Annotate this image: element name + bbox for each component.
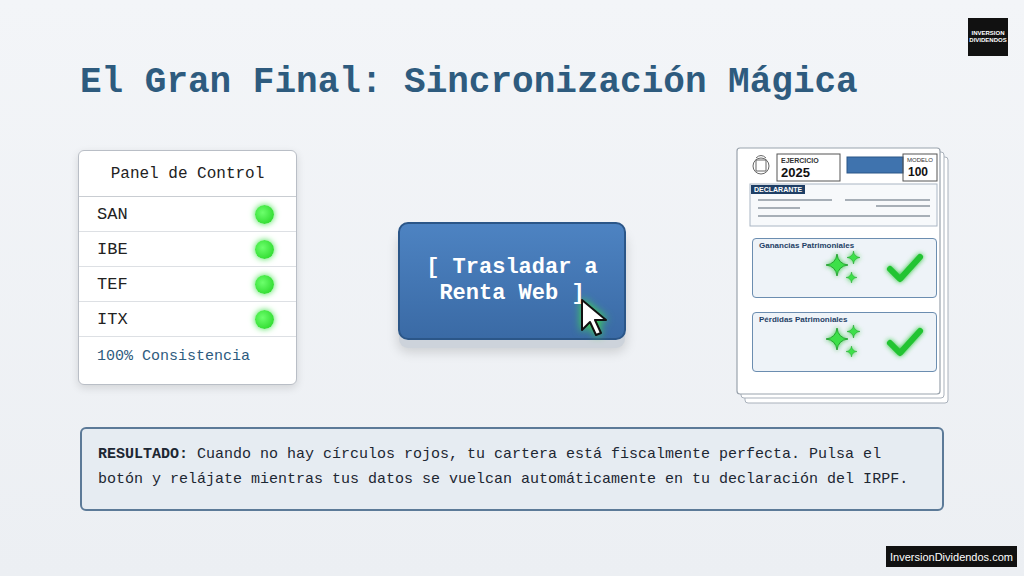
node-heading: RESULTADO:: [98, 446, 188, 463]
node-text: TEF: [79, 267, 296, 302]
field-box: [903, 154, 937, 181]
node-text: ITX: [79, 302, 296, 337]
field-bar: [847, 157, 903, 173]
node-text: SAN: [79, 197, 296, 232]
section-fill: [752, 312, 937, 372]
sparkles: [826, 251, 860, 357]
paper-sheet: [745, 157, 948, 403]
result-note: RESULTADO:Cuando no hay círculos rojos, …: [80, 427, 944, 511]
node-text: Cuando no hay círculos rojos, tu cartera…: [98, 446, 908, 488]
control-panel: Panel de ControlSANIBETEFITX100% Consist…: [78, 150, 297, 385]
node-text: DECLARANTE: [751, 185, 805, 194]
node-text: 100: [908, 165, 928, 179]
form-lines: [758, 200, 930, 216]
node-heading: INVERSION DIVIDENDOS: [969, 30, 1006, 44]
form-section: Pérdidas Patrimoniales: [752, 312, 937, 372]
paper-sheet: [741, 152, 944, 398]
footer-badge: InversionDividendos.com: [886, 546, 1017, 567]
node-heading: EJERCICIO: [781, 157, 819, 164]
node-heading: InversionDividendos.com: [890, 551, 1013, 563]
status-dot: [255, 205, 274, 224]
node-heading: Panel de Control: [79, 151, 296, 197]
node-text: 2025: [781, 165, 810, 180]
node-heading: Ganancias Patrimoniales: [757, 241, 856, 250]
flow-arrow: [646, 261, 695, 269]
page-title: El Gran Final: Sincronización Mágica: [80, 62, 858, 103]
flow-arrow: [317, 271, 356, 279]
emblem: [753, 156, 769, 175]
tax-form: EJERCICIO2025 MODELO 100DECLARANTE Ganancia…: [737, 148, 940, 394]
action-button: [ Trasladar a Renta Web ]: [398, 222, 626, 340]
node-text: IBE: [79, 232, 296, 267]
status-dot: [255, 310, 274, 329]
field-box: [750, 184, 937, 226]
check-mark: [890, 257, 920, 353]
node-heading: [ Trasladar a Renta Web ]: [416, 255, 608, 308]
form-section: Ganancias Patrimoniales: [752, 238, 937, 298]
node-heading: Pérdidas Patrimoniales: [757, 315, 849, 324]
node-text: 100% Consistencia: [79, 337, 296, 377]
field-box: [777, 154, 840, 181]
status-dot: [255, 275, 274, 294]
node-text: MODELO: [907, 157, 933, 163]
logo-badge: INVERSION DIVIDENDOS: [968, 18, 1008, 56]
section-fill: [752, 238, 937, 298]
status-dot: [255, 240, 274, 259]
paper-sheet: [737, 148, 940, 394]
